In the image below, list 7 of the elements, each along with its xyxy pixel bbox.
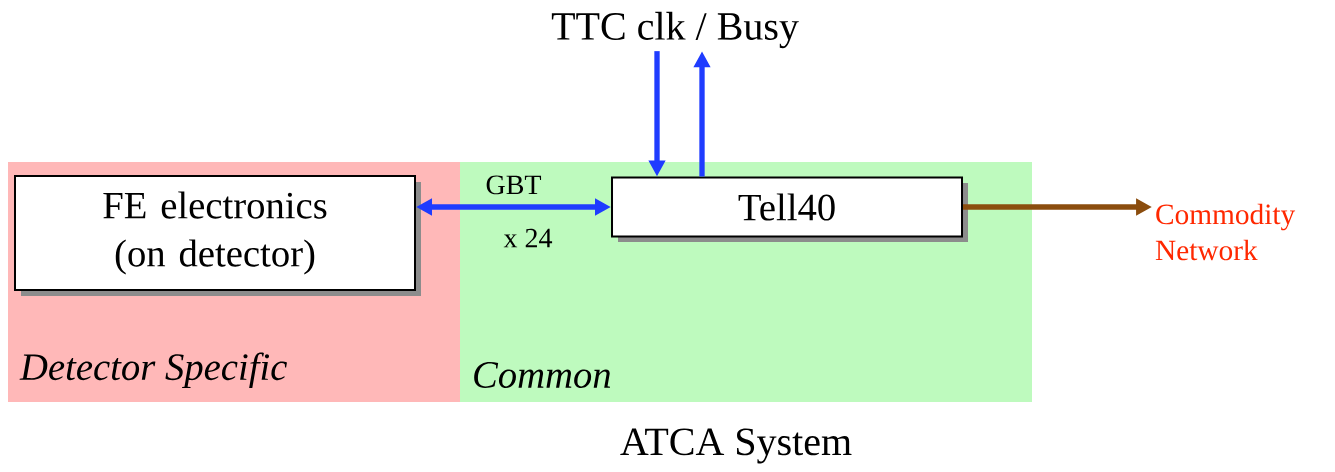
process-box: Tell40	[611, 176, 968, 242]
edge-label: GBT	[486, 175, 542, 195]
bare-text: TTC clk / Busy	[551, 11, 799, 49]
process-box: FE electronics (on detector)	[14, 175, 421, 296]
bare-text: Commodity Network	[1155, 203, 1296, 261]
multiplier-label: x 24	[503, 228, 553, 248]
caption-text: ATCA System	[620, 428, 852, 464]
